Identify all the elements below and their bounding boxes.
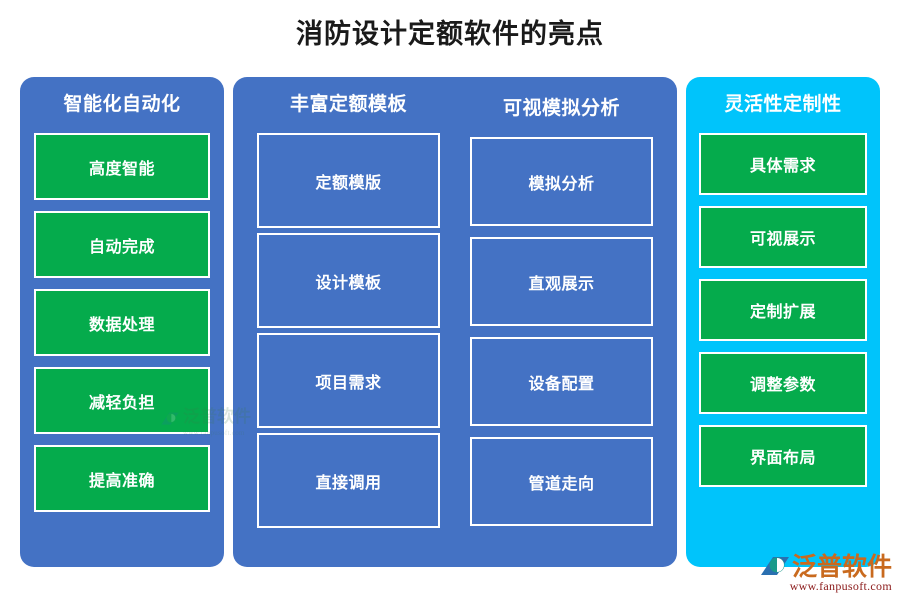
feature-box-high-intelligence[interactable]: 高度智能 — [34, 133, 210, 200]
panel-intelligent-automation: 智能化自动化 高度智能 自动完成 数据处理 减轻负担 提高准确 — [20, 77, 224, 567]
brand-url: www.fanpusoft.com — [789, 579, 892, 593]
feature-box-specific-requirement[interactable]: 具体需求 — [699, 133, 867, 195]
panel-heading-intelligent-automation: 智能化自动化 — [63, 94, 181, 115]
brand-name: 泛普软件 — [791, 553, 892, 581]
brand-logo: 泛普软件 www.fanpusoft.com — [752, 544, 892, 594]
feature-box-design-template[interactable]: 设计模板 — [257, 233, 440, 328]
feature-box-simulation-analysis[interactable]: 模拟分析 — [470, 137, 653, 226]
green-box-list-flexibility-customization: 具体需求 可视展示 定制扩展 调整参数 界面布局 — [699, 133, 867, 487]
panels-row: 智能化自动化 高度智能 自动完成 数据处理 减轻负担 提高准确 丰富定额模板 定… — [20, 77, 880, 567]
panel-heading-rich-quota-template: 丰富定额模板 — [289, 94, 407, 115]
feature-box-custom-extension[interactable]: 定制扩展 — [699, 279, 867, 341]
panel-heading-flexibility-customization: 灵活性定制性 — [724, 94, 842, 115]
feature-box-adjust-parameters[interactable]: 调整参数 — [699, 352, 867, 414]
subcolumn-visual-simulation-analysis: 可视模拟分析 模拟分析 直观展示 设备配置 管道走向 — [470, 77, 653, 537]
feature-box-interface-layout[interactable]: 界面布局 — [699, 425, 867, 487]
feature-box-equipment-config[interactable]: 设备配置 — [470, 337, 653, 426]
panel-heading-visual-simulation-analysis: 可视模拟分析 — [502, 98, 620, 119]
fanpu-swoosh-logo-icon — [760, 554, 790, 580]
feature-box-data-processing[interactable]: 数据处理 — [34, 289, 210, 356]
feature-box-auto-complete[interactable]: 自动完成 — [34, 211, 210, 278]
feature-box-intuitive-display[interactable]: 直观展示 — [470, 237, 653, 326]
panel-templates-and-analysis: 丰富定额模板 定额模版 设计模板 项目需求 直接调用 可视模拟分析 模拟分析 直… — [233, 77, 677, 567]
panel-flexibility-customization: 灵活性定制性 具体需求 可视展示 定制扩展 调整参数 界面布局 — [686, 77, 880, 567]
page-title: 消防设计定额软件的亮点 — [296, 19, 604, 49]
feature-box-quota-template[interactable]: 定额模版 — [257, 133, 440, 228]
feature-box-improve-accuracy[interactable]: 提高准确 — [34, 445, 210, 512]
green-box-list-intelligent-automation: 高度智能 自动完成 数据处理 减轻负担 提高准确 — [34, 133, 210, 512]
feature-box-direct-call[interactable]: 直接调用 — [257, 433, 440, 528]
feature-box-pipeline-routing[interactable]: 管道走向 — [470, 437, 653, 526]
feature-box-visual-display[interactable]: 可视展示 — [699, 206, 867, 268]
feature-box-reduce-burden[interactable]: 减轻负担 — [34, 367, 210, 434]
subcolumn-rich-quota-template: 丰富定额模板 定额模版 设计模板 项目需求 直接调用 — [257, 77, 440, 537]
brand-logo-row: 泛普软件 — [760, 554, 892, 580]
feature-box-project-requirement[interactable]: 项目需求 — [257, 333, 440, 428]
mid-columns-wrapper: 丰富定额模板 定额模版 设计模板 项目需求 直接调用 可视模拟分析 模拟分析 直… — [243, 77, 667, 537]
